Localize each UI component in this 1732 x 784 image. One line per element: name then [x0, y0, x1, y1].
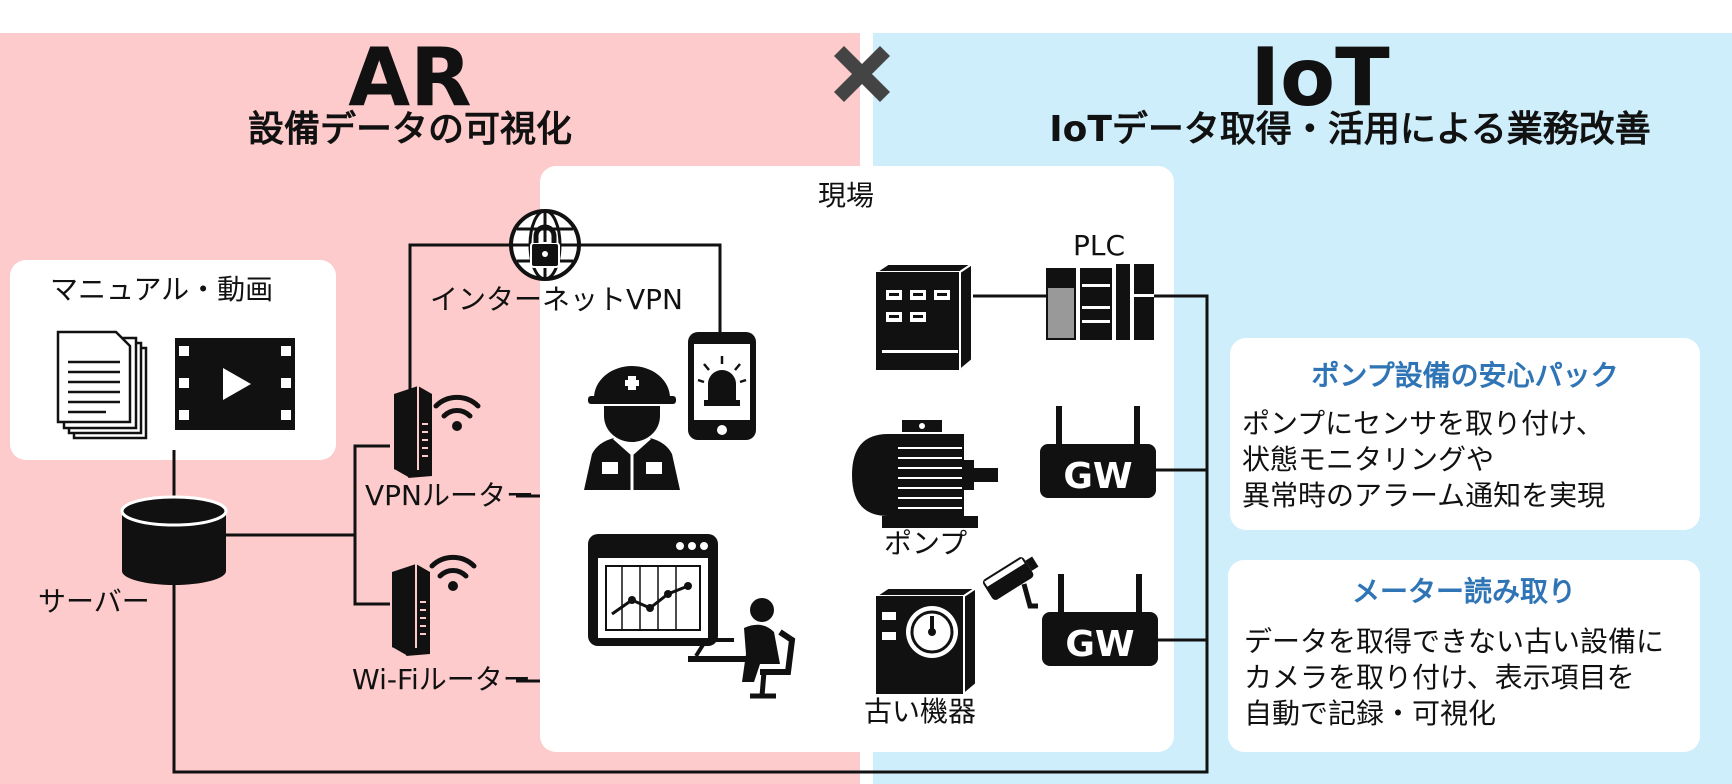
server-label: サーバー	[38, 585, 150, 618]
cross-icon	[834, 46, 890, 102]
site-label: 現場	[818, 179, 875, 212]
meter-device-icon	[874, 586, 978, 696]
vpn-router-icon	[393, 386, 432, 479]
video-icon	[175, 338, 295, 430]
card-meter-body: データを取得できない古い設備に カメラを取り付け、表示項目を 自動で記録・可視化	[1244, 624, 1664, 732]
smartphone-alarm-icon	[688, 332, 756, 440]
gw2-text: GW	[1065, 624, 1134, 665]
vpn-router-label: VPNルーター	[365, 479, 534, 512]
wifi-icon	[429, 554, 477, 591]
motor-pump-icon	[852, 420, 998, 528]
wifi-icon	[433, 394, 481, 431]
server-icon	[120, 495, 228, 585]
dashboard-user-icon	[588, 534, 796, 699]
card-meter-line-1: データを取得できない古い設備に	[1244, 625, 1665, 658]
document-stack-icon	[56, 330, 148, 440]
old-equipment-label: 古い機器	[864, 695, 977, 728]
iot-subtitle: IoTデータ取得・活用による業務改善	[1049, 109, 1651, 150]
worker-icon	[584, 366, 680, 490]
manual-label: マニュアル・動画	[50, 273, 274, 306]
card-pump-line-1: ポンプにセンサを取り付け、	[1242, 407, 1604, 440]
gateway-icon: GW	[1042, 574, 1158, 666]
gw1-text: GW	[1063, 456, 1132, 497]
wifi-router-icon	[391, 564, 430, 657]
iot-title: IoT	[1250, 31, 1390, 124]
card-pump-body: ポンプにセンサを取り付け、 状態モニタリングや 異常時のアラーム通知を実現	[1242, 406, 1605, 514]
card-meter-line-3: 自動で記録・可視化	[1244, 697, 1497, 730]
wifi-router-label: Wi-Fiルーター	[352, 663, 531, 696]
card-pump-line-2: 状態モニタリングや	[1242, 443, 1495, 476]
card-meter-title: メーター読み取り	[1351, 575, 1576, 608]
ar-subtitle: 設備データの可視化	[247, 109, 572, 150]
card-pump-title: ポンプ設備の安心パック	[1311, 359, 1619, 392]
globe-lock-icon	[509, 209, 581, 281]
ar-title: AR	[348, 31, 472, 124]
internet-vpn-label: インターネットVPN	[430, 283, 683, 316]
plc-icon	[1046, 264, 1154, 340]
control-panel-icon	[874, 262, 974, 372]
card-pump-package	[1230, 338, 1700, 530]
card-meter-reading	[1228, 560, 1700, 752]
gateway-icon: GW	[1040, 406, 1156, 498]
card-meter-line-2: カメラを取り付け、表示項目を	[1244, 661, 1635, 694]
plc-label: PLC	[1073, 229, 1126, 262]
pump-label: ポンプ	[884, 527, 968, 560]
camera-icon	[982, 556, 1039, 609]
card-pump-line-3: 異常時のアラーム通知を実現	[1242, 479, 1606, 512]
